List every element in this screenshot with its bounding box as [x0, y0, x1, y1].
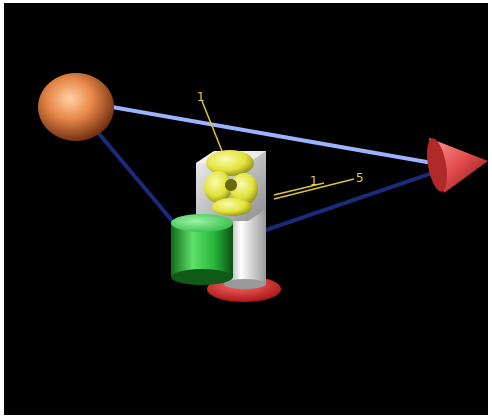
- annotation-label-top: 1: [197, 90, 205, 104]
- cone-node[interactable]: [423, 137, 488, 193]
- link-sphere-cylinder: [88, 121, 176, 225]
- link-sphere-cone: [110, 105, 446, 167]
- joint-sphere[interactable]: [204, 150, 258, 216]
- scene-canvas: 1 1 5: [38, 73, 488, 302]
- post-bottom: [224, 279, 266, 289]
- annotation-label-mid: 1: [310, 174, 318, 188]
- cylinder-node[interactable]: [171, 214, 233, 285]
- sphere-node[interactable]: [38, 73, 114, 141]
- link-post-cone: [232, 167, 446, 243]
- 3d-viewport[interactable]: 1 1 5: [4, 3, 488, 415]
- annotation-label-right: 5: [356, 171, 364, 185]
